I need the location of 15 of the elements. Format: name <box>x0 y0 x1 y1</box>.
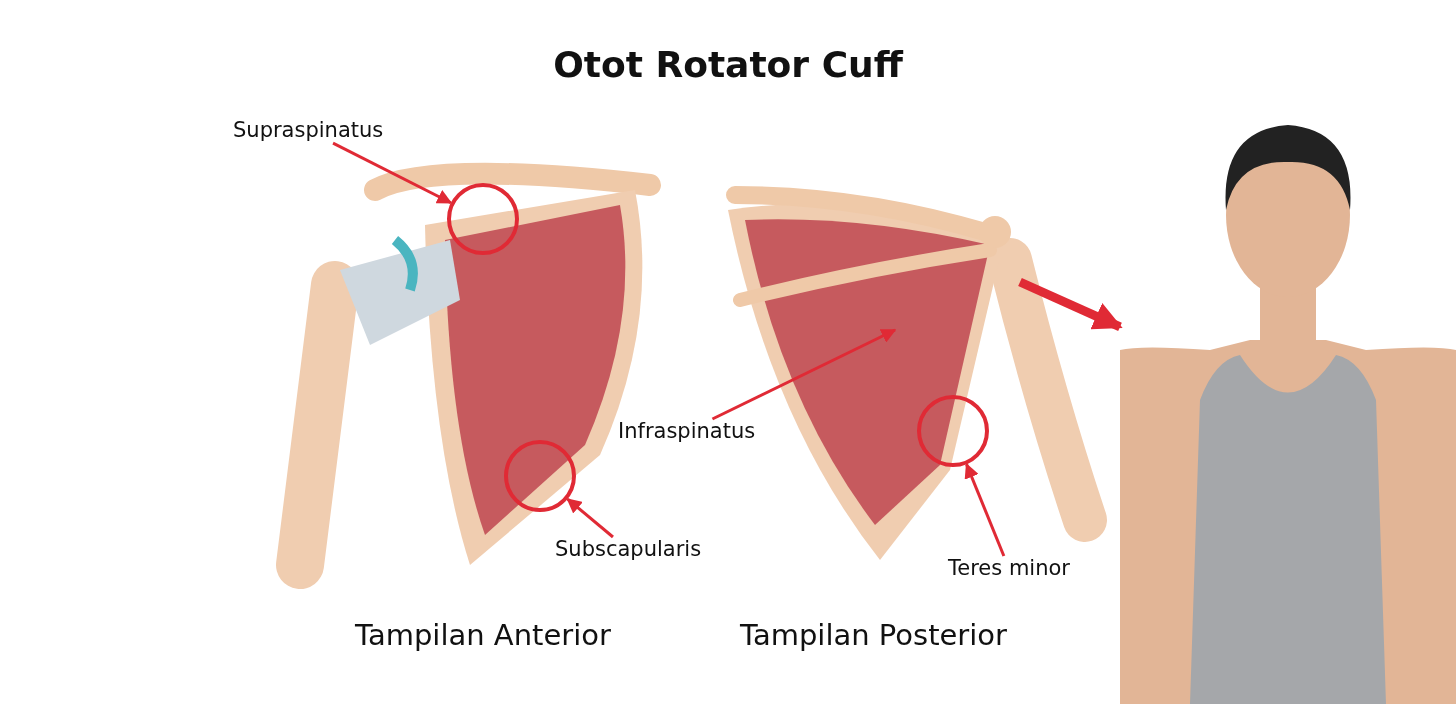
leader-arrow <box>711 328 897 421</box>
leader-arrow <box>332 141 453 205</box>
highlight-circle <box>447 183 519 255</box>
leader-arrow <box>964 462 1006 557</box>
title: Otot Rotator Cuff <box>552 44 905 85</box>
highlight-circle <box>504 440 576 512</box>
part-label: Subscapularis <box>555 537 702 563</box>
view-label: Tampilan Posterior <box>740 618 1007 652</box>
arrow <box>1018 277 1123 331</box>
view-label: Tampilan Anterior <box>355 618 611 652</box>
part-label: Supraspinatus <box>233 118 384 144</box>
part-label: Infraspinatus <box>618 419 756 445</box>
part-label: Teres minor <box>948 556 1070 582</box>
leader-arrow <box>566 497 614 539</box>
highlight-circle <box>917 395 989 467</box>
